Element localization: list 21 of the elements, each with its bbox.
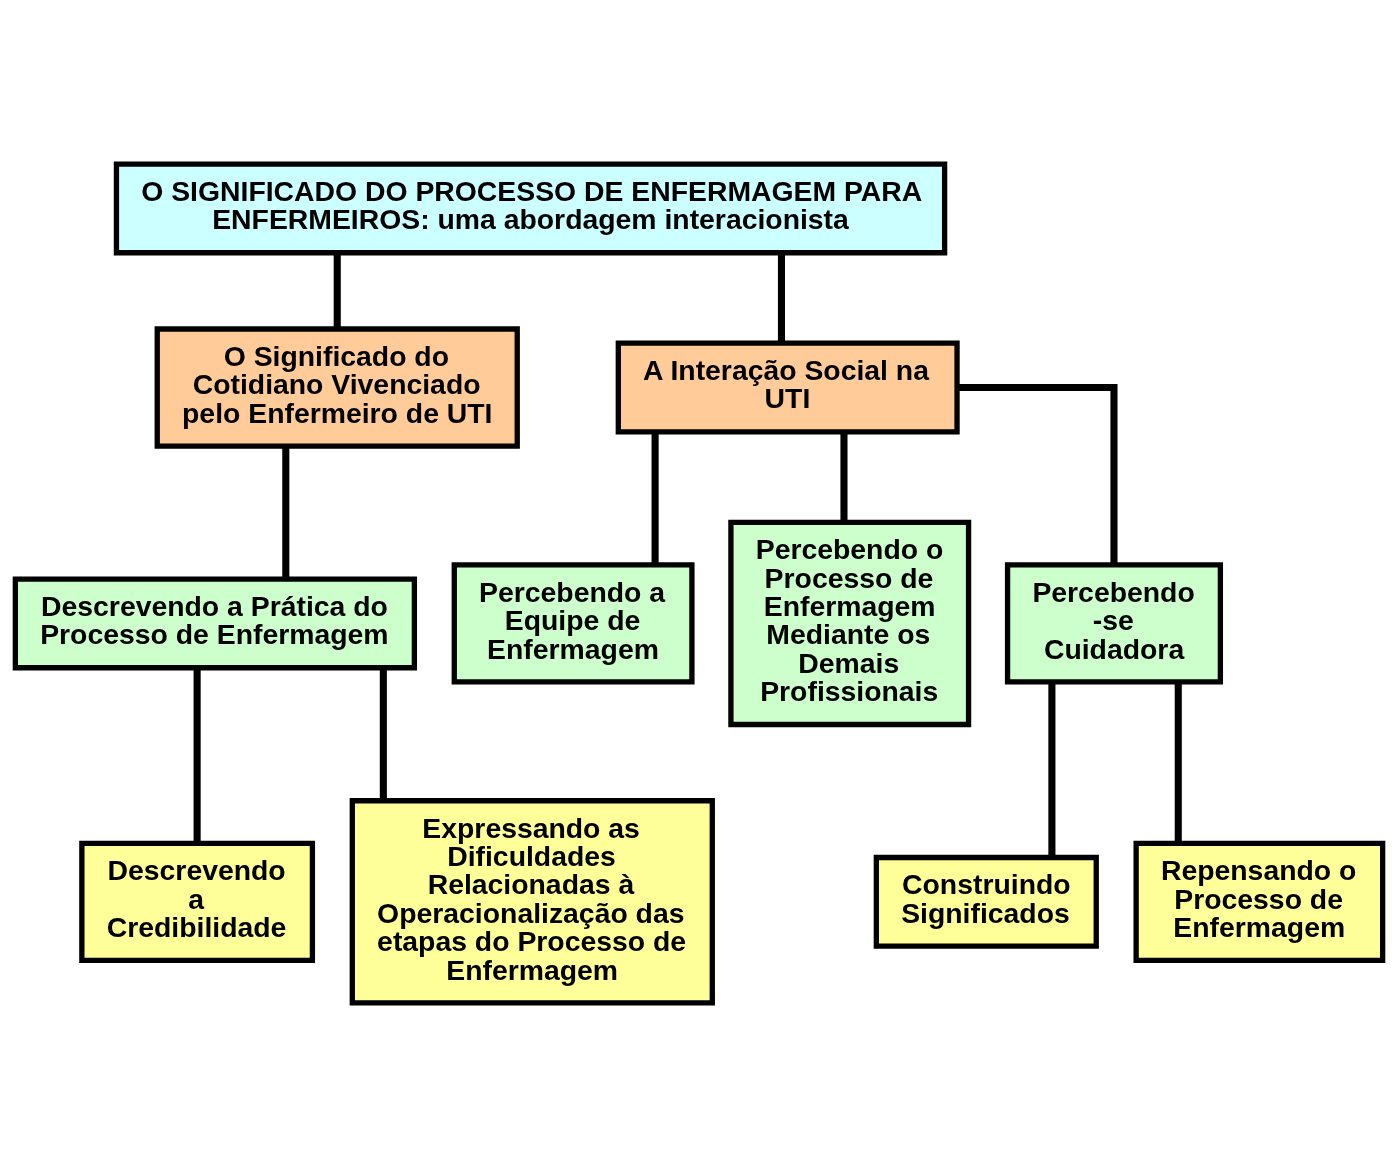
- connector: [840, 431, 848, 522]
- node-box: Percebendo a Equipe de Enfermagem: [451, 562, 695, 685]
- connector: [193, 668, 201, 844]
- node-box: Repensando o Processo de Enfermagem: [1133, 840, 1386, 963]
- connector: [957, 384, 1118, 565]
- node-box: Construindo Significados: [873, 854, 1099, 949]
- connector: [333, 253, 341, 329]
- node-box: Expressando as Dificuldades Relacionadas à Operacionalização das etapas do Processo de Enfermagem: [349, 798, 715, 1006]
- connector: [1048, 682, 1056, 858]
- node-box: O SIGNIFICADO DO PROCESSO DE ENFERMAGEM PARA ENFERMEIROS: uma abordagem interacionista: [113, 161, 948, 256]
- connector: [282, 446, 290, 579]
- connector: [651, 431, 659, 565]
- node-box: O Significado do Cotidiano Vivenciado pelo Enfermeiro de UTI: [154, 326, 520, 449]
- connector: [1174, 682, 1182, 843]
- node-box: A Interação Social na UTI: [615, 340, 960, 435]
- connector: [379, 668, 387, 801]
- node-box: Descrevendo a Prática do Processo de Enfermagem: [12, 576, 418, 671]
- node-box: Descrevendo a Credibilidade: [79, 840, 316, 963]
- node-box: Percebendo -se Cuidadora: [1004, 562, 1224, 685]
- connector: [777, 253, 785, 343]
- node-box: Percebendo o Processo de Enfermagem Mediante os Demais Profissionais: [728, 519, 972, 728]
